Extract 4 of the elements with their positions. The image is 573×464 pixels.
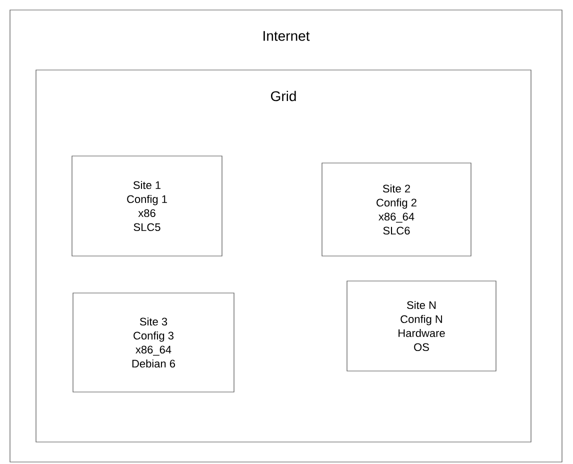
site-box: Site 3 Config 3 x86_64 Debian 6 xyxy=(72,292,234,392)
site-box: Site N Config N Hardware OS xyxy=(346,280,496,372)
site-box: Site 2 Config 2 x86_64 SLC6 xyxy=(322,162,472,256)
site-box: Site 1 Config 1 x86 SLC5 xyxy=(72,156,222,256)
